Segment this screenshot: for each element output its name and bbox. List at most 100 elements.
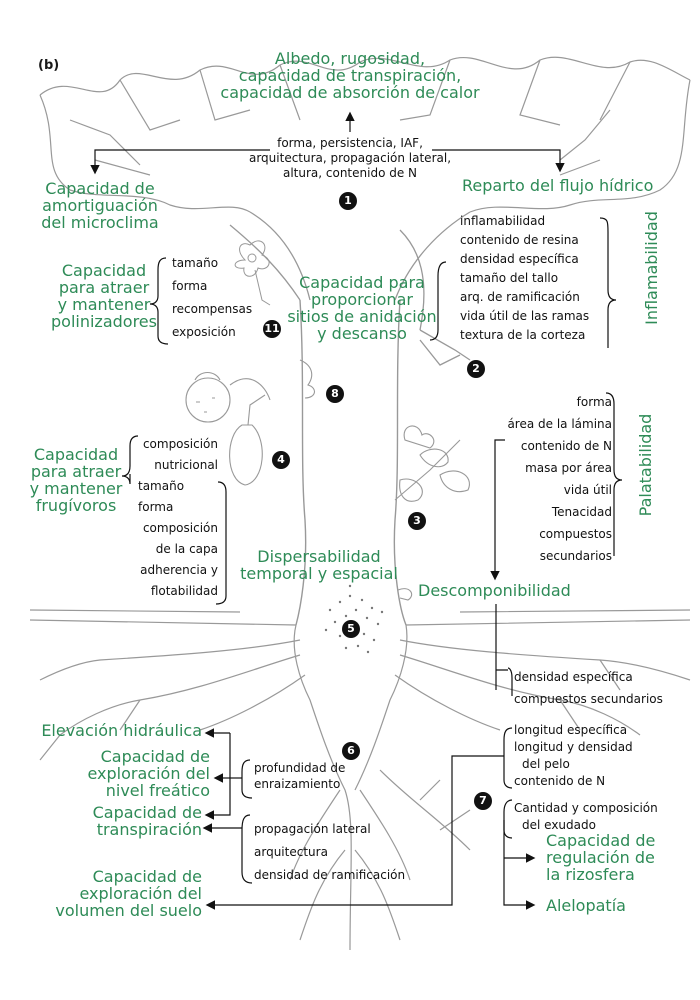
function-line: y mantener: [29, 479, 123, 498]
function-line: capacidad de absorción de calor: [220, 83, 480, 102]
marker-2: 2: [467, 360, 485, 378]
marker-1: 1: [339, 192, 357, 210]
nesting-function: Capacidad para proporcionar sitios de an…: [287, 274, 437, 342]
function-line: Capacidad de: [100, 747, 210, 766]
trait-line: arq. de ramificación: [460, 290, 580, 304]
trait-line: forma: [138, 500, 174, 514]
function-line: Capacidad: [61, 261, 147, 280]
ground: [29, 609, 691, 626]
function-line: Capacidad para: [299, 273, 425, 292]
flammability-traits: inflamabilidad contenido de resina densi…: [460, 212, 589, 345]
perch-icon: [299, 359, 413, 601]
trait-line: textura de la corteza: [460, 328, 586, 342]
trait-line: inflamabilidad: [460, 214, 546, 228]
panel-label: (b): [38, 58, 60, 73]
trait-line: arquitectura, propagación lateral,: [248, 151, 452, 165]
pollinator-traits: tamaño forma recompensas exposición: [172, 252, 252, 344]
trait-line: flotabilidad: [150, 584, 218, 598]
function-line: polinizadores: [51, 312, 157, 331]
trait-line: arquitectura: [254, 845, 328, 859]
function-line: amortiguación: [42, 196, 158, 215]
decomposability-traits: densidad específica compuestos secundari…: [514, 666, 663, 710]
marker-6: 6: [342, 742, 360, 760]
palatability-traits: forma área de la lámina contenido de N m…: [470, 391, 612, 567]
trait-line: del pelo: [522, 757, 570, 771]
trait-line: densidad específica: [514, 670, 633, 684]
decomposition-dots: [324, 584, 384, 654]
function-line: para atraer: [30, 462, 122, 481]
function-line: Capacidad de: [92, 803, 202, 822]
pollinators-function: Capacidad para atraer y mantener poliniz…: [48, 262, 160, 330]
function-line: y mantener: [57, 295, 151, 314]
fine-root-traits: longitud específica longitud y densidad …: [514, 722, 633, 790]
allelopathy-function: Alelopatía: [546, 896, 626, 915]
trait-line: Cantidad y composición: [514, 801, 658, 815]
canopy-outline: [39, 56, 691, 213]
function-line: Capacidad de: [92, 867, 202, 886]
spread-traits: propagación lateral arquitectura densida…: [254, 818, 405, 887]
flower-icon: [234, 240, 271, 306]
trait-line: longitud específica: [514, 723, 628, 737]
trait-line: Tenacidad: [551, 505, 612, 519]
trait-line: área de la lámina: [507, 417, 612, 431]
function-line: Capacidad: [33, 445, 119, 464]
trait-line: de la capa: [155, 542, 218, 556]
function-line: regulación de: [546, 848, 655, 867]
frugivore-traits: composición nutricional tamaño forma com…: [100, 434, 218, 602]
trait-line: tamaño: [138, 479, 185, 493]
function-line: frugívoros: [35, 496, 117, 515]
marker-5: 5: [342, 620, 360, 638]
function-line: y descanso: [317, 324, 407, 343]
function-line: la rizosfera: [546, 865, 635, 884]
trait-line: composición: [142, 437, 218, 451]
function-line: Albedo, rugosidad,: [274, 49, 426, 68]
trait-line: enraizamiento: [254, 777, 341, 791]
marker-11: 11: [263, 320, 281, 338]
trait-line: del exudado: [522, 818, 596, 832]
trait-line: nutricional: [154, 458, 218, 472]
trait-line: contenido de N: [514, 774, 606, 788]
decomposability-function: Descomponibilidad: [418, 581, 571, 600]
depth-traits: profundidad de enraizamiento: [254, 760, 345, 792]
function-line: transpiración: [96, 820, 202, 839]
function-line: Capacidad de: [45, 179, 155, 198]
function-line: volumen del suelo: [55, 901, 202, 920]
trait-line: forma: [576, 395, 612, 409]
microclima-function: Capacidad de amortiguación del microclim…: [30, 180, 170, 231]
function-line: exploración del: [87, 764, 210, 783]
flammability-title: Inflamabilidad: [642, 211, 661, 325]
marker-7: 7: [474, 792, 492, 810]
leaf-icon: [394, 425, 470, 502]
function-line: para atraer: [58, 278, 150, 297]
trait-line: compuestos secundarios: [514, 692, 663, 706]
function-line: nivel freático: [105, 781, 210, 800]
frugivores-function: Capacidad para atraer y mantener frugívo…: [20, 446, 132, 514]
trait-line: adherencia y: [140, 563, 218, 577]
marker-8: 8: [326, 385, 344, 403]
marker-3: 3: [408, 512, 426, 530]
trait-line: exposición: [172, 325, 236, 339]
exudate-traits: Cantidad y composición del exudado: [514, 800, 658, 834]
hydraulic-lift-function: Elevación hidráulica: [41, 721, 202, 740]
trait-line: altura, contenido de N: [282, 166, 418, 180]
dispersal-function: Dispersabilidad temporal y espacial: [234, 548, 404, 582]
trait-line: vida útil: [563, 483, 612, 497]
connectors: [90, 111, 623, 910]
function-line: proporcionar: [311, 290, 413, 309]
trait-line: longitud y densidad: [514, 740, 633, 754]
trait-line: profundidad de: [254, 761, 346, 775]
root-system: [39, 624, 691, 951]
trunk: [295, 299, 407, 626]
function-line: exploración del: [79, 884, 202, 903]
trait-line: compuestos: [539, 527, 612, 541]
trait-line: tamaño: [172, 256, 219, 270]
transpiration-function: Capacidad de transpiración: [30, 804, 202, 838]
function-line: temporal y espacial: [240, 564, 398, 583]
trait-line: contenido de N: [520, 439, 612, 453]
trait-line: tamaño del tallo: [460, 271, 559, 285]
albedo-function: Albedo, rugosidad, capacidad de transpir…: [200, 50, 500, 101]
trait-line: densidad de ramificación: [254, 868, 406, 882]
trait-line: contenido de resina: [460, 233, 579, 247]
